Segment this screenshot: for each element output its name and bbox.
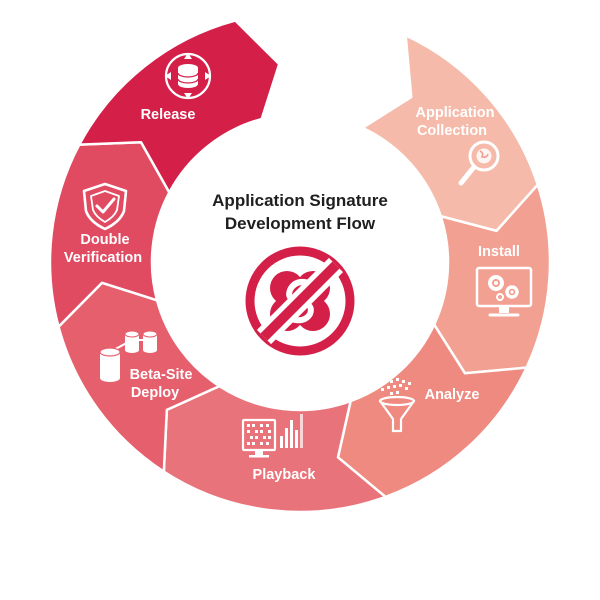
title-line: Development Flow: [225, 214, 376, 233]
title-line: Application Signature: [212, 191, 388, 210]
step-application-collection: Application Collection: [416, 105, 500, 186]
step-label-line: Beta-Site: [130, 367, 193, 383]
step-playback: Playback: [241, 414, 317, 483]
database-network-icon: [99, 330, 158, 382]
center-title: Application Signature Development Flow: [212, 191, 388, 233]
step-label-line: Double: [80, 232, 129, 248]
monitor-binary-icon: [241, 414, 303, 458]
step-double-verification: Double Verification: [64, 182, 142, 266]
step-label-line: Deploy: [131, 385, 179, 401]
step-release: Release: [141, 52, 212, 123]
monitor-gears-icon: [475, 266, 533, 317]
step-label-line: Install: [478, 244, 520, 260]
prohibited-signature-icon: [245, 246, 355, 356]
step-label-line: Verification: [64, 250, 142, 266]
database-arrows-icon: [164, 52, 212, 100]
funnel-data-icon: [378, 378, 416, 433]
step-beta-site-deploy: Beta-Site Deploy: [99, 330, 193, 401]
step-label-line: Playback: [253, 467, 317, 483]
step-segment-release: [78, 19, 281, 194]
step-label-line: Analyze: [425, 387, 480, 403]
step-install: Install: [475, 244, 533, 317]
step-label-line: Application: [416, 105, 495, 121]
flow-ring: [48, 19, 552, 514]
step-label-line: Release: [141, 107, 196, 123]
magnifier-globe-icon: [458, 140, 500, 186]
shield-check-icon: [82, 182, 128, 231]
step-label-line: Collection: [417, 123, 487, 139]
step-analyze: Analyze: [378, 378, 480, 433]
